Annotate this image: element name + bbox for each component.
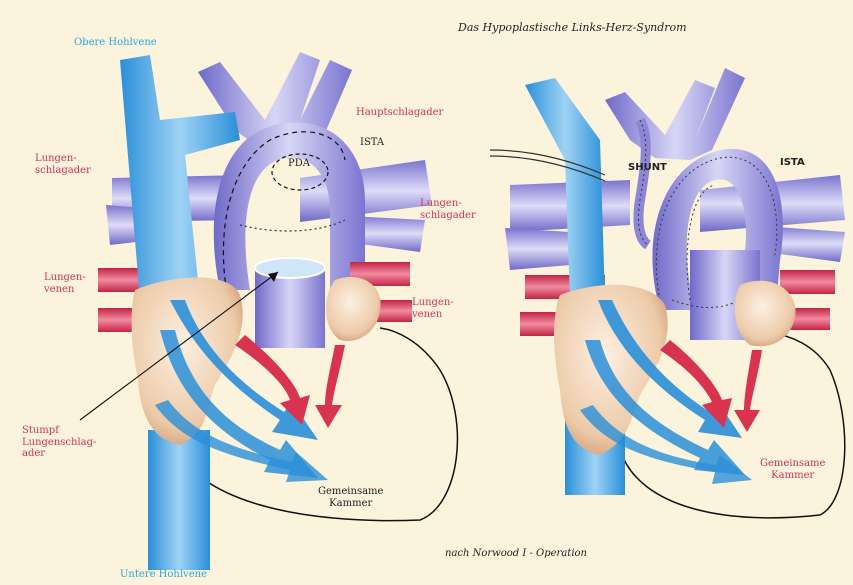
left-red-flow-arrow-2 — [315, 345, 345, 428]
label-ista-left: ISTA — [360, 137, 384, 149]
label-common-ventricle-left: Gemeinsame Kammer — [318, 486, 383, 509]
left-pulmonary-trunk-stump — [255, 268, 325, 348]
right-aorta-branches — [605, 68, 745, 160]
label-inferior-vena-cava: Untere Hohlvene — [120, 569, 207, 581]
label-pulmonary-veins-right: Lungen- venen — [412, 297, 454, 320]
diagram-caption: nach Norwood I - Operation — [445, 548, 587, 560]
label-pda: PDA — [288, 158, 310, 170]
label-superior-vena-cava: Obere Hohlvene — [74, 37, 157, 49]
label-stump: Stumpf Lungenschlag- ader — [22, 425, 96, 460]
label-aorta: Hauptschlagader — [356, 107, 443, 119]
left-heart — [80, 52, 457, 570]
right-heart — [490, 68, 845, 518]
right-red-flow-arrow-2 — [734, 350, 762, 432]
right-pulmonary-vein-2 — [780, 270, 835, 294]
label-common-ventricle-right: Gemeinsame Kammer — [760, 458, 825, 481]
diagram-title: Das Hypoplastische Links-Herz-Syndrom — [458, 22, 687, 35]
label-pulmonary-veins-left: Lungen- venen — [44, 272, 86, 295]
label-shunt: SHUNT — [628, 162, 667, 174]
label-pulmonary-artery-right: Lungen- schlagader — [420, 198, 476, 221]
left-left-atrium — [326, 277, 381, 341]
left-inferior-vena-cava — [148, 430, 210, 570]
label-ista-right: ISTA — [780, 157, 805, 169]
label-pulmonary-artery-left: Lungen- schlagader — [35, 153, 91, 176]
